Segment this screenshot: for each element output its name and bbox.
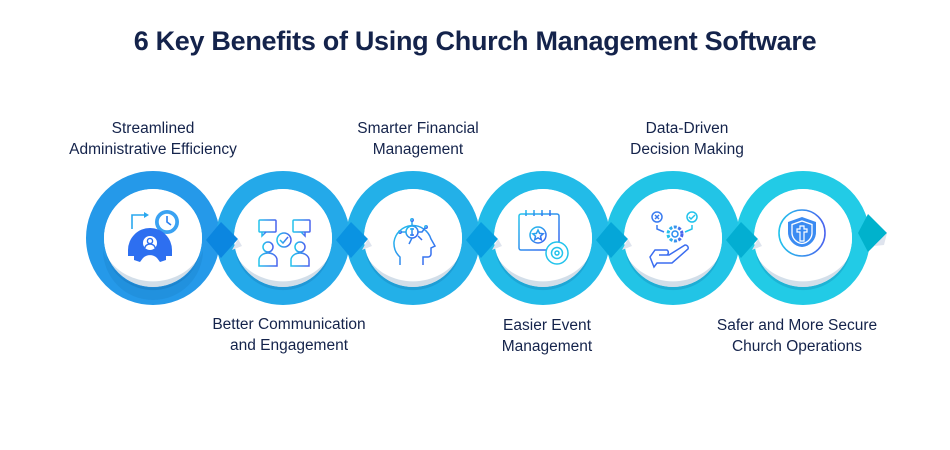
benefit-label-1-line1: Streamlined xyxy=(111,120,195,137)
benefit-label-6-line2: Church Operations xyxy=(731,338,863,355)
calendar-star-gear-icon xyxy=(518,210,569,265)
benefit-label-4: Easier Event Management xyxy=(427,315,667,357)
benefit-label-5: Data-Driven Decision Making xyxy=(567,118,807,160)
benefit-ring-5 xyxy=(606,171,740,305)
benefit-label-4-line2: Management xyxy=(501,338,593,355)
benefit-label-1: Streamlined Administrative Efficiency xyxy=(33,118,273,160)
benefit-label-6: Safer and More Secure Church Operations xyxy=(677,315,917,357)
benefit-label-6-line1: Safer and More Secure xyxy=(716,317,878,334)
benefit-label-2-line1: Better Communication xyxy=(212,316,366,333)
benefit-label-2-line2: and Engagement xyxy=(229,337,349,354)
benefit-label-4-line1: Easier Event xyxy=(503,317,591,334)
chat-people-check-icon xyxy=(258,219,311,267)
gear-clock-user-icon xyxy=(128,210,179,262)
benefit-label-3: Smarter Financial Management xyxy=(298,118,538,160)
ring-shadows xyxy=(106,255,850,291)
benefit-label-3-line1: Smarter Financial xyxy=(357,120,479,137)
head-dollar-circuit-icon xyxy=(393,218,437,265)
benefit-label-5-line1: Data-Driven xyxy=(645,120,729,137)
hand-gear-decision-icon xyxy=(649,211,698,269)
ring-connectors xyxy=(206,214,887,258)
benefit-label-1-line2: Administrative Efficiency xyxy=(69,141,237,158)
shield-cross-icon xyxy=(778,209,826,257)
benefit-label-5-line2: Decision Making xyxy=(630,141,744,158)
benefit-ring-2 xyxy=(216,171,350,305)
benefit-ring-4 xyxy=(476,171,610,305)
page-title: 6 Key Benefits of Using Church Managemen… xyxy=(133,26,817,56)
benefit-label-2: Better Communication and Engagement xyxy=(169,314,409,356)
benefit-label-3-line2: Management xyxy=(372,141,464,158)
